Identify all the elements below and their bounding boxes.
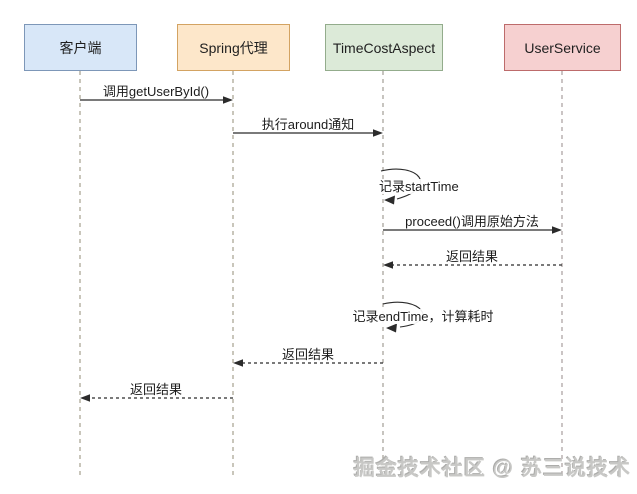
self-loop-start-time (380, 168, 422, 205)
arrow-proceed-call (383, 226, 562, 234)
message-label-exec-around: 执行around通知 (258, 117, 358, 132)
participant-timecost-aspect-label: TimeCostAspect (332, 39, 436, 56)
arrow-exec-around (233, 129, 383, 137)
participant-timecost-aspect: TimeCostAspect (325, 24, 443, 71)
participant-spring-proxy: Spring代理 (177, 24, 290, 71)
message-label-return-result-3: 返回结果 (126, 382, 186, 397)
watermark-text: 掘金技术社区 @ 苏三说技术 (353, 457, 631, 480)
participant-user-service-label: UserService (524, 39, 601, 56)
arrow-return-to-aspect (383, 261, 562, 269)
participant-client-label: 客户端 (59, 39, 102, 56)
arrow-return-to-client (80, 394, 233, 402)
participant-spring-proxy-label: Spring代理 (199, 39, 268, 56)
message-label-proceed-call: proceed()调用原始方法 (402, 214, 542, 229)
message-label-return-result-1: 返回结果 (442, 249, 502, 264)
message-label-call-getuserbyid: 调用getUserById() (99, 84, 213, 99)
arrow-call-getuserbyid (80, 96, 233, 104)
message-label-record-endtime: 记录endTime，计算耗时 (349, 309, 497, 324)
message-label-record-starttime: 记录startTime (376, 179, 462, 194)
participant-user-service: UserService (504, 24, 621, 71)
message-label-return-result-2: 返回结果 (278, 347, 338, 362)
participant-client: 客户端 (24, 24, 137, 71)
arrow-return-to-proxy (233, 359, 383, 367)
